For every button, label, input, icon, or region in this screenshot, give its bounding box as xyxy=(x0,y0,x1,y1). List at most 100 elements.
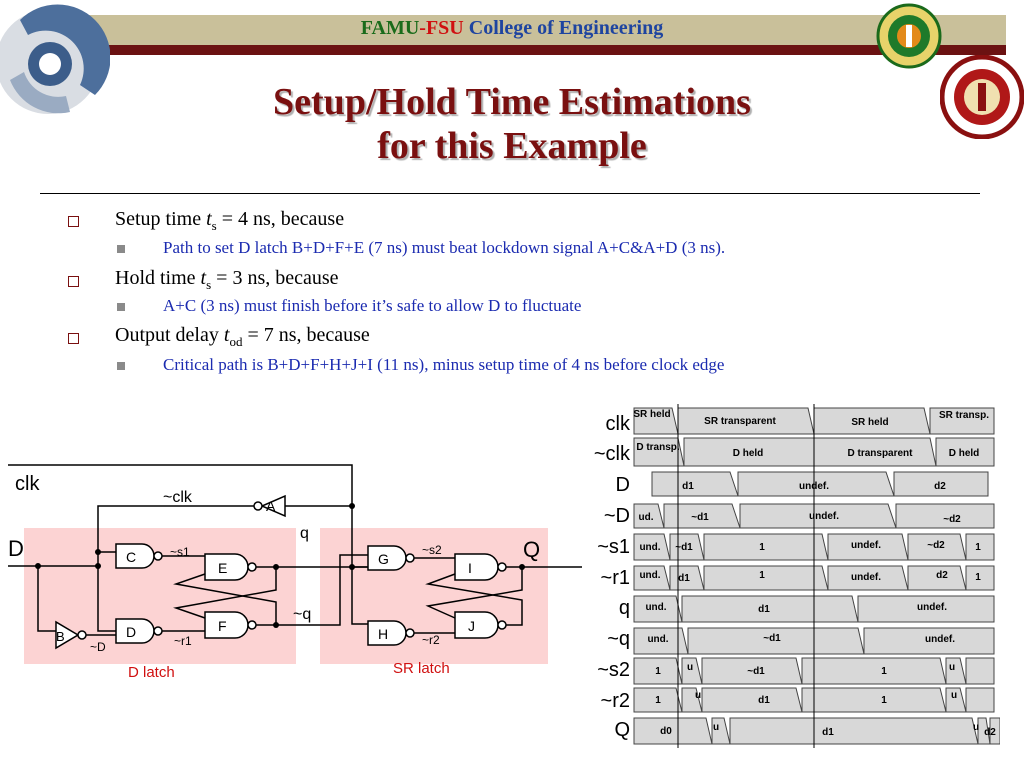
r1-label: d1 xyxy=(678,573,690,584)
signal-label-s2: ~s2 xyxy=(597,659,630,681)
header-college: College of Engineering xyxy=(463,17,664,39)
timing-diagram: clk ~clk D ~D ~s1 ~r1 q ~q ~s2 ~r2 Q xyxy=(594,404,1000,748)
gate-b-label: B xyxy=(56,629,65,644)
circuit-label-r1: ~r1 xyxy=(174,634,192,648)
header-famu: FAMU xyxy=(360,17,420,39)
q-label: d1 xyxy=(758,604,770,615)
s1-label: undef. xyxy=(851,540,881,551)
header-fsu: FSU xyxy=(425,17,464,39)
Q-label: d0 xyxy=(660,726,672,737)
bullet-text: = 7 ns, because xyxy=(242,324,370,346)
s1-label: 1 xyxy=(759,542,765,553)
clk-label: SR transp. xyxy=(939,410,989,421)
r2-label: u xyxy=(951,690,957,701)
r1-label: d2 xyxy=(936,570,948,581)
dlatch-box xyxy=(24,528,296,664)
bullet-text: = 3 ns, because xyxy=(211,267,339,289)
circuit-label-nd: ~D xyxy=(90,640,106,654)
nq-label: ~d1 xyxy=(763,633,781,644)
q-label: und. xyxy=(645,602,666,613)
nclk-label: D held xyxy=(949,448,980,459)
bullet-var: t xyxy=(206,208,212,230)
r2-label: u xyxy=(695,690,701,701)
bullet-text: Setup time xyxy=(115,208,207,230)
bullet-marker xyxy=(68,333,79,344)
r1-label: und. xyxy=(639,570,660,581)
nd-label: undef. xyxy=(809,511,839,522)
circuit-label-r2: ~r2 xyxy=(422,633,440,647)
nd-label: ~d1 xyxy=(691,512,709,523)
gate-c-label: C xyxy=(126,549,136,565)
r2-label: 1 xyxy=(881,695,887,706)
sub-bullet-hold: A+C (3 ns) must finish before it’s safe … xyxy=(163,296,582,315)
nd-label: ud. xyxy=(639,512,654,523)
signal-label-q: q xyxy=(619,597,630,619)
title-rule xyxy=(40,193,980,194)
clk-label: SR held xyxy=(633,409,670,420)
bullet-var: t xyxy=(200,267,207,289)
nd-label: ~d2 xyxy=(943,514,961,525)
srlatch-box xyxy=(320,528,548,664)
sub-bullet-output: Critical path is B+D+F+H+J+I (11 ns), mi… xyxy=(163,355,725,374)
bullet-sub: s xyxy=(211,218,217,233)
signal-label-nq: ~q xyxy=(607,628,630,650)
s1-label: ~d1 xyxy=(675,542,693,553)
s2-label: 1 xyxy=(655,666,661,677)
s1-label: 1 xyxy=(975,542,981,553)
circuit-label-clk: clk xyxy=(15,473,40,495)
eng-swirl-logo xyxy=(0,4,110,114)
signal-label-d: D xyxy=(616,474,630,496)
header-title: FAMU-FSU College of Engineering xyxy=(0,17,1024,40)
gate-a-label: A xyxy=(266,498,276,514)
d-label: d2 xyxy=(934,481,946,492)
nclk-label: D held xyxy=(733,448,764,459)
circuit-label-nclk: ~clk xyxy=(163,489,193,506)
Q-label: d2 xyxy=(984,727,996,738)
s1-label: und. xyxy=(639,542,660,553)
gate-e-label: E xyxy=(218,560,227,576)
s2-label: u xyxy=(949,662,955,673)
famu-seal xyxy=(876,3,942,69)
bullet-text: Hold time xyxy=(115,267,201,289)
q-label: undef. xyxy=(917,602,947,613)
gate-f-label: F xyxy=(218,618,227,634)
circuit-label-d: D xyxy=(8,536,24,561)
dlatch-label: D latch xyxy=(128,664,175,681)
bullet-hold: Hold time ts = 3 ns, because xyxy=(115,267,339,293)
nclk-label: D transp. xyxy=(636,442,680,453)
srlatch-label: SR latch xyxy=(393,660,450,677)
sub-bullet-marker xyxy=(117,362,125,370)
bullet-sub: od xyxy=(229,334,243,349)
fsu-seal xyxy=(940,55,1024,139)
header-stripe xyxy=(32,45,1006,55)
signal-label-nclk: ~clk xyxy=(594,443,631,465)
signal-label-s1: ~s1 xyxy=(597,536,630,558)
Q-label: d1 xyxy=(822,727,834,738)
header-bar xyxy=(32,15,1006,45)
nq-label: undef. xyxy=(925,634,955,645)
signal-label-nd: ~D xyxy=(604,505,630,527)
gate-g-label: G xyxy=(378,551,389,567)
bullet-output: Output delay tod = 7 ns, because xyxy=(115,324,370,350)
slide-title: Setup/Hold Time Estimations for this Exa… xyxy=(0,80,1024,168)
circuit-label-s1: ~s1 xyxy=(170,545,190,559)
clk-label: SR held xyxy=(851,417,888,428)
d-label: undef. xyxy=(799,481,829,492)
gate-i-label: I xyxy=(468,560,472,576)
circuit-label-q-out: Q xyxy=(523,537,540,562)
bullet-marker xyxy=(68,216,79,227)
circuit-label-s2: ~s2 xyxy=(422,543,442,557)
bullet-text: = 4 ns, because xyxy=(216,208,345,230)
clk-label: SR transparent xyxy=(704,416,776,427)
d-label: d1 xyxy=(682,481,694,492)
bullet-sub: s xyxy=(206,277,212,292)
r2-label: 1 xyxy=(655,695,661,706)
bullet-setup: Setup time ts = 4 ns, because xyxy=(115,208,344,234)
circuit-label-q: q xyxy=(300,525,309,542)
signal-label-clk: clk xyxy=(606,413,631,435)
gate-j-label: J xyxy=(468,618,475,634)
signal-label-r1: ~r1 xyxy=(601,567,630,589)
title-line-2: for this Example xyxy=(377,125,647,167)
sub-bullet-setup: Path to set D latch B+D+F+E (7 ns) must … xyxy=(163,238,726,257)
Q-label: u xyxy=(713,722,719,733)
